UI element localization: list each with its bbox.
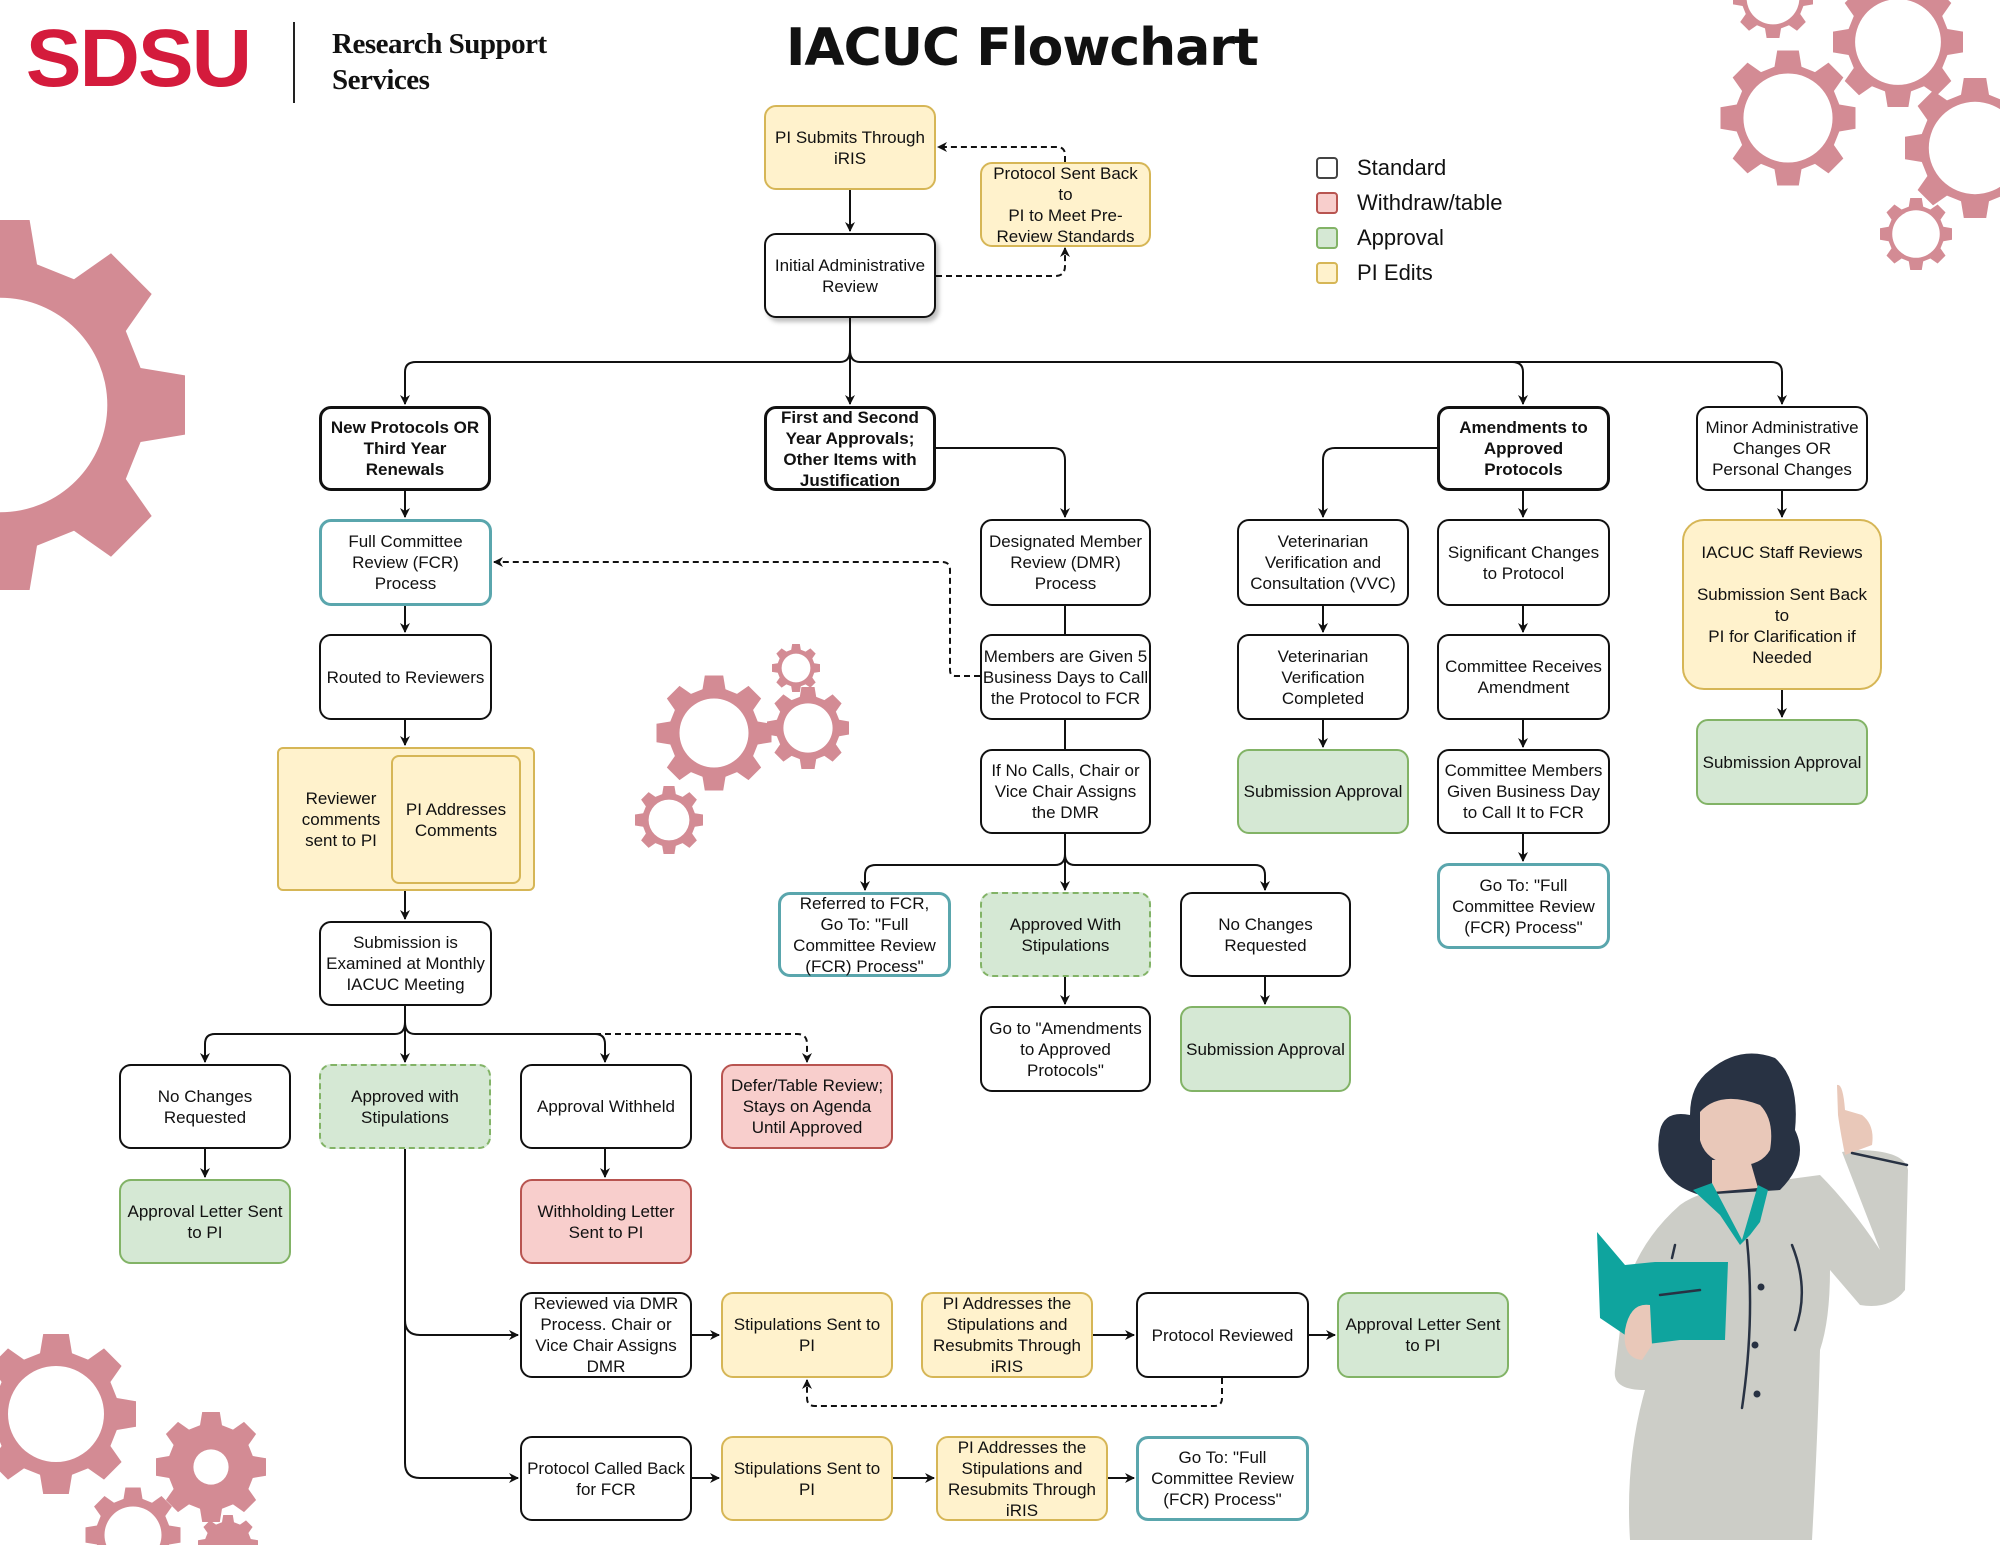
edge — [404, 1149, 519, 1340]
sdsu-logo: SDSU — [25, 13, 252, 104]
gear-icon — [1880, 198, 1952, 270]
node-pi-addresses-comments: PI Addresses Comments — [391, 755, 521, 884]
gear-icon — [1905, 78, 2000, 218]
edge — [849, 349, 1528, 405]
node-goto-amendments: Go to "Amendments to Approved Protocols" — [980, 1006, 1151, 1092]
node-called-back-fcr: Protocol Called Back for FCR — [520, 1436, 692, 1521]
page-title: IACUC Flowchart — [786, 18, 1259, 78]
node-pi-addresses-stipulations-1: PI Addresses the Stipulations and Resubm… — [921, 1292, 1093, 1378]
node-fcr-process: Full Committee Review (FCR) Process — [319, 519, 492, 606]
node-significant-changes: Significant Changes to Protocol — [1437, 519, 1610, 606]
node-approval-letter-2: Approval Letter Sent to PI — [1337, 1292, 1509, 1378]
legend: Standard Withdraw/table Approval PI Edit… — [1316, 150, 1503, 290]
edge — [404, 1021, 610, 1063]
node-fcr-approved-stipulations: Approved with Stipulations — [319, 1064, 491, 1149]
node-stipulations-sent-2: Stipulations Sent to PI — [721, 1436, 893, 1521]
legend-swatch — [1316, 191, 1338, 214]
legend-label: PI Edits — [1357, 259, 1433, 285]
edge — [493, 557, 980, 677]
node-defer-table: Defer/Table Review; Stays on Agenda Unti… — [721, 1064, 893, 1149]
edge — [937, 142, 1066, 162]
node-if-no-calls: If No Calls, Chair or Vice Chair Assigns… — [980, 749, 1151, 834]
gear-icon — [156, 1412, 266, 1522]
legend-item-standard: Standard — [1316, 150, 1503, 185]
edge — [860, 834, 1066, 891]
node-dmr-process: Designated Member Review (DMR) Process — [980, 519, 1151, 606]
node-minor-submission-approval: Submission Approval — [1696, 719, 1868, 805]
node-reviewer-comments: Reviewer comments sent to PI — [301, 788, 381, 850]
legend-item-withdraw: Withdraw/table — [1316, 185, 1503, 220]
gear-icon — [85, 1487, 181, 1545]
node-goto-fcr-amendments: Go To: "Full Committee Review (FCR) Proc… — [1437, 863, 1610, 949]
node-committee-members-day: Committee Members Given Business Day to … — [1437, 749, 1610, 834]
node-vvc-submission-approval: Submission Approval — [1237, 749, 1409, 834]
gear-icon — [656, 675, 772, 791]
org-name: Research Support Services — [332, 26, 547, 98]
edge — [802, 1378, 1223, 1407]
edge — [1318, 447, 1437, 518]
legend-item-approval: Approval — [1316, 220, 1503, 255]
gear-icon — [1833, 0, 1963, 107]
logo-divider — [293, 22, 295, 103]
edge — [595, 1033, 812, 1063]
gear-icon — [772, 644, 820, 692]
node-staff-reviews: IACUC Staff Reviews Submission Sent Back… — [1682, 519, 1882, 690]
node-dmr-submission-approval: Submission Approval — [1180, 1006, 1351, 1092]
org-name-line1: Research Support — [332, 28, 547, 60]
node-fcr-no-changes: No Changes Requested — [119, 1064, 291, 1149]
gear-icon — [0, 1333, 137, 1495]
scientist-illustration — [1597, 1053, 1909, 1540]
node-reviewed-via-dmr: Reviewed via DMR Process. Chair or Vice … — [520, 1292, 692, 1378]
node-minor-admin: Minor Administrative Changes OR Personal… — [1696, 406, 1868, 491]
node-pi-addresses-stipulations-2: PI Addresses the Stipulations and Resubm… — [936, 1436, 1108, 1521]
gear-icon — [0, 219, 186, 591]
node-vet-completed: Veterinarian Verification Completed — [1237, 634, 1409, 720]
node-stipulations-sent-1: Stipulations Sent to PI — [721, 1292, 893, 1378]
edge — [404, 1320, 519, 1483]
gear-icon — [767, 687, 849, 769]
node-protocol-reviewed: Protocol Reviewed — [1136, 1292, 1309, 1378]
gear-icon — [1720, 50, 1856, 186]
node-committee-receives: Committee Receives Amendment — [1437, 634, 1610, 720]
node-referred-fcr: Referred to FCR, Go To: "Full Committee … — [778, 892, 951, 977]
legend-item-pi-edits: PI Edits — [1316, 255, 1503, 290]
gear-icon — [197, 1514, 259, 1545]
edge — [936, 247, 1070, 277]
legend-label: Standard — [1357, 154, 1447, 180]
legend-label: Withdraw/table — [1357, 189, 1503, 215]
edge — [1512, 361, 1787, 405]
node-vvc: Veterinarian Verification and Consultati… — [1237, 519, 1409, 606]
node-dmr-approved-stipulations: Approved With Stipulations — [980, 892, 1151, 977]
legend-swatch — [1316, 226, 1338, 249]
edge — [200, 1005, 406, 1063]
edge — [400, 318, 851, 405]
edge — [936, 447, 1070, 518]
node-goto-fcr-final: Go To: "Full Committee Review (FCR) Proc… — [1136, 1436, 1309, 1521]
gear-icon — [1732, 0, 1814, 39]
node-approval-letter-1: Approval Letter Sent to PI — [119, 1179, 291, 1264]
legend-label: Approval — [1357, 224, 1444, 250]
legend-swatch — [1316, 261, 1338, 284]
node-members-5-days: Members are Given 5 Business Days to Cal… — [980, 634, 1151, 720]
edge — [1064, 853, 1270, 891]
gear-icon — [635, 786, 703, 854]
node-withholding-letter: Withholding Letter Sent to PI — [520, 1179, 692, 1264]
org-name-line2: Services — [332, 64, 430, 96]
node-routed-reviewers: Routed to Reviewers — [319, 634, 492, 720]
node-first-second-year: First and Second Year Approvals; Other I… — [764, 406, 936, 491]
node-new-protocols: New Protocols OR Third Year Renewals — [319, 406, 491, 491]
node-approval-withheld: Approval Withheld — [520, 1064, 692, 1149]
node-initial-review: Initial Administrative Review — [764, 233, 936, 318]
node-dmr-no-changes: No Changes Requested — [1180, 892, 1351, 977]
node-submission-examined: Submission is Examined at Monthly IACUC … — [319, 921, 492, 1006]
legend-swatch — [1316, 156, 1338, 179]
node-amendments: Amendments to Approved Protocols — [1437, 406, 1610, 491]
node-pi-submits: PI Submits Through iRIS — [764, 105, 936, 190]
node-protocol-sent-back: Protocol Sent Back to PI to Meet Pre- Re… — [980, 162, 1151, 247]
